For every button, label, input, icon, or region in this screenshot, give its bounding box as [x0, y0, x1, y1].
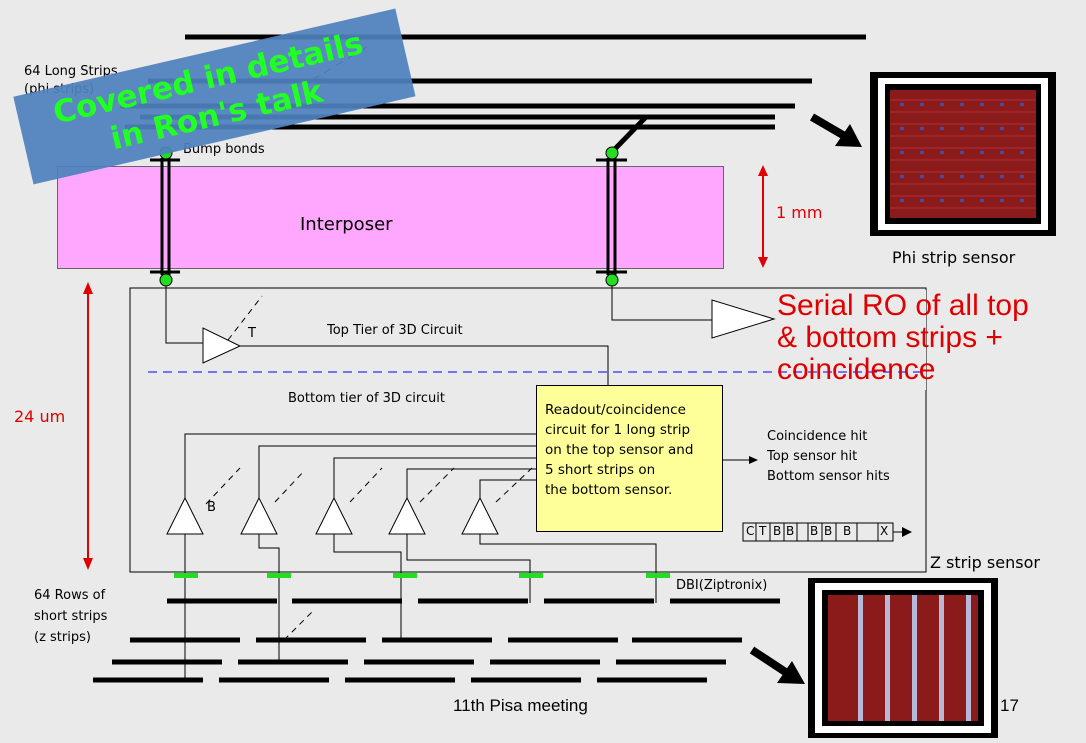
- z-sensor-label: Z strip sensor: [930, 553, 1040, 572]
- short-rows-label: 64 Rows of: [34, 588, 105, 603]
- serial-ro-line: & bottom strips +: [777, 322, 1029, 354]
- hit-item: Top sensor hit: [767, 447, 890, 467]
- readout-line: on the top sensor and: [545, 440, 716, 460]
- hit-item: Coincidence hit: [767, 427, 890, 447]
- interposer-label: Interposer: [300, 214, 393, 235]
- serial-ro-label: Serial RO of all top & bottom strips + c…: [777, 290, 1029, 386]
- tier-b-label: B: [207, 500, 216, 515]
- shift-cell: B: [786, 524, 794, 538]
- twentyfour-um-label: 24 um: [14, 407, 65, 426]
- footer-label: 11th Pisa meeting: [453, 696, 588, 716]
- tier-t-label: T: [248, 326, 256, 341]
- readout-line: 5 short strips on: [545, 460, 716, 480]
- serial-ro-line: Serial RO of all top: [777, 290, 1029, 322]
- dbi-label: DBI(Ziptronix): [676, 578, 767, 593]
- readout-line: Readout/coincidence: [545, 400, 716, 420]
- phi-sensor-label: Phi strip sensor: [892, 248, 1015, 267]
- hit-list: Coincidence hit Top sensor hit Bottom se…: [767, 427, 890, 487]
- bottom-tier-label: Bottom tier of 3D circuit: [288, 391, 445, 406]
- serial-ro-line: coincidence: [777, 354, 1029, 386]
- top-tier-label: Top Tier of 3D Circuit: [327, 323, 463, 338]
- bump-bonds-label: Bump bonds: [183, 142, 265, 157]
- shift-cell: B: [810, 524, 818, 538]
- readout-line: the bottom sensor.: [545, 480, 716, 500]
- readout-coincidence-box: Readout/coincidence circuit for 1 long s…: [536, 385, 723, 532]
- phi-strips-label: (phi strips): [24, 82, 94, 97]
- shift-cell: B: [843, 524, 851, 538]
- z-strips-label: (z strips): [34, 630, 91, 645]
- shift-cell: C: [746, 524, 754, 538]
- shift-cell: B: [824, 524, 832, 538]
- shift-cell: X: [880, 524, 888, 538]
- page-number: 17: [1000, 696, 1019, 716]
- hit-item: Bottom sensor hits: [767, 467, 890, 487]
- long-strips-label: 64 Long Strips: [24, 64, 118, 79]
- shift-cell: B: [773, 524, 781, 538]
- one-mm-label: 1 mm: [776, 203, 822, 222]
- shift-cell: T: [759, 524, 766, 538]
- short-strips-label: short strips: [34, 609, 107, 624]
- readout-line: circuit for 1 long strip: [545, 420, 716, 440]
